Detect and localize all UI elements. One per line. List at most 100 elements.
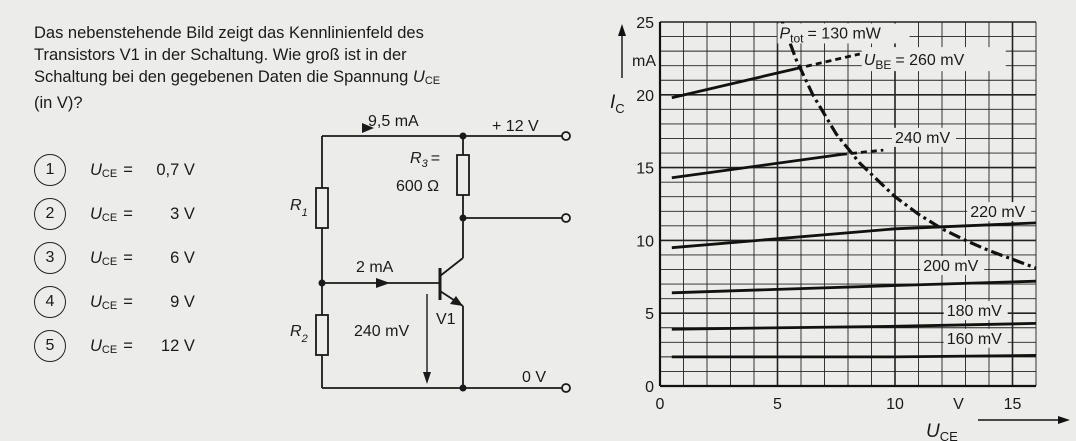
x-axis-arrow-head	[1058, 416, 1070, 424]
label-r1: R1	[290, 197, 308, 219]
resistor-r3	[456, 154, 470, 196]
label-ube-200mV: 200 mV	[923, 258, 978, 275]
junction-dot	[459, 214, 467, 222]
y-tick-label: 25	[636, 15, 654, 32]
answer-option-4[interactable]: 4 UCE = 9 V	[34, 280, 195, 324]
y-unit-label: mA	[632, 53, 656, 70]
label-bg	[892, 127, 956, 147]
x-tick-label: 10	[886, 396, 904, 413]
junction-dot	[459, 384, 467, 392]
terminal-ground	[561, 383, 571, 393]
label-supply: + 12 V	[492, 118, 539, 135]
emitter-arrow	[450, 296, 463, 306]
junction-dot	[318, 279, 326, 287]
y-tick-label: 15	[636, 161, 654, 178]
curve-ptot-hyperbola	[780, 21, 1037, 270]
chart-axes	[618, 22, 1070, 424]
option-variable: UCE	[90, 160, 118, 180]
option-value: 9 V	[170, 292, 195, 311]
resistor-r2	[315, 314, 329, 356]
terminal-supply	[561, 131, 571, 141]
option-value: 0,7 V	[156, 160, 195, 179]
question-line-3-text: Schaltung bei den gegebenen Daten die Sp…	[34, 68, 409, 86]
transistor-collector-leg	[439, 257, 464, 277]
curve-ube-260mV	[671, 67, 797, 100]
y-tick-label: 0	[645, 379, 654, 396]
answer-option-1[interactable]: 1 UCE = 0,7 V	[34, 148, 195, 192]
option-equals: =	[123, 292, 133, 311]
curve-ube-240mV	[671, 153, 842, 180]
question-var-sub: CE	[424, 75, 441, 87]
option-number-badge: 1	[34, 154, 66, 186]
option-variable: UCE	[90, 204, 118, 224]
label-base-current: 2 mA	[356, 259, 394, 276]
curve-ube-200mV	[671, 279, 1037, 295]
label-vbe: 240 mV	[354, 323, 409, 340]
x-tick-label: 15	[1004, 396, 1022, 413]
answer-options: 1 UCE = 0,7 V 2 UCE = 3 V 3 UCE = 6 V 4 …	[34, 148, 195, 368]
label-r2: R2	[290, 323, 308, 345]
label-ube-160mV: 160 mV	[947, 331, 1002, 348]
label-ptot: Ptot= 130 mW	[780, 25, 882, 45]
option-equals: =	[123, 204, 133, 223]
x-tick-label: 0	[656, 396, 665, 413]
option-variable: UCE	[90, 292, 118, 312]
label-bg	[967, 202, 1032, 222]
y-tick-label: 20	[636, 88, 654, 105]
option-variable: UCE	[90, 336, 118, 356]
current-arrow-base	[376, 278, 390, 288]
terminal-output	[561, 213, 571, 223]
label-bg	[920, 255, 985, 275]
curve-ube-180mV	[671, 322, 1037, 331]
label-bg	[861, 47, 1006, 72]
answer-option-5[interactable]: 5 UCE = 12 V	[34, 324, 195, 368]
option-number-badge: 2	[34, 198, 66, 230]
curve-ube-dashed-260mV	[795, 52, 861, 70]
label-r3-value: 600 Ω	[396, 178, 439, 195]
current-arrow-top	[362, 123, 374, 133]
curve-ube-dashed-240mV	[840, 148, 884, 156]
option-variable: UCE	[90, 248, 118, 268]
junction-dot	[459, 132, 467, 140]
option-number-badge: 3	[34, 242, 66, 274]
y-tick-label: 10	[636, 233, 654, 250]
y-axis-arrow-head	[618, 24, 626, 36]
label-ube-240mV: 240 mV	[895, 130, 950, 147]
label-ube-180mV: 180 mV	[947, 303, 1002, 320]
label-current-top: 9,5 mA	[368, 113, 419, 130]
x-unit-label: V	[953, 396, 964, 413]
curve-ube-220mV	[671, 221, 1037, 250]
answer-option-2[interactable]: 2 UCE = 3 V	[34, 192, 195, 236]
option-number-badge: 5	[34, 330, 66, 362]
option-equals: =	[123, 248, 133, 267]
option-equals: =	[123, 160, 133, 179]
label-ube-260mV: UBE= 260 mV	[864, 52, 965, 72]
y-axis-title: IC	[610, 92, 625, 116]
question-line-2: Transistors V1 in der Schaltung. Wie gro…	[34, 46, 407, 64]
y-tick-label: 5	[645, 306, 654, 323]
x-axis-title: UCE	[926, 421, 958, 441]
label-bg	[943, 301, 1008, 321]
circuit-diagram: 9,5 mA + 12 V R3= 600 Ω R1 R2 2 mA 240 m…	[290, 113, 571, 393]
answer-option-3[interactable]: 3 UCE = 6 V	[34, 236, 195, 280]
option-equals: =	[123, 336, 133, 355]
label-ground: 0 V	[522, 369, 546, 386]
option-value: 6 V	[170, 248, 195, 267]
option-value: 3 V	[170, 204, 195, 223]
question-text: Das nebenstehende Bild zeigt das Kennlin…	[34, 22, 504, 114]
chart-curves	[671, 21, 1037, 359]
question-line-1: Das nebenstehende Bild zeigt das Kennlin…	[34, 24, 424, 42]
vbe-arrow-head	[423, 372, 431, 384]
option-value: 12 V	[160, 336, 195, 355]
question-line-3: Schaltung bei den gegebenen Daten die Sp…	[34, 66, 504, 92]
label-r3: R3=	[410, 150, 440, 170]
question-var: U	[412, 68, 425, 86]
curve-ube-160mV	[671, 354, 1037, 359]
label-bg	[943, 328, 1008, 348]
x-tick-label: 5	[773, 396, 782, 413]
label-ube-220mV: 220 mV	[970, 204, 1025, 221]
label-bg	[777, 23, 910, 44]
option-number-badge: 4	[34, 286, 66, 318]
